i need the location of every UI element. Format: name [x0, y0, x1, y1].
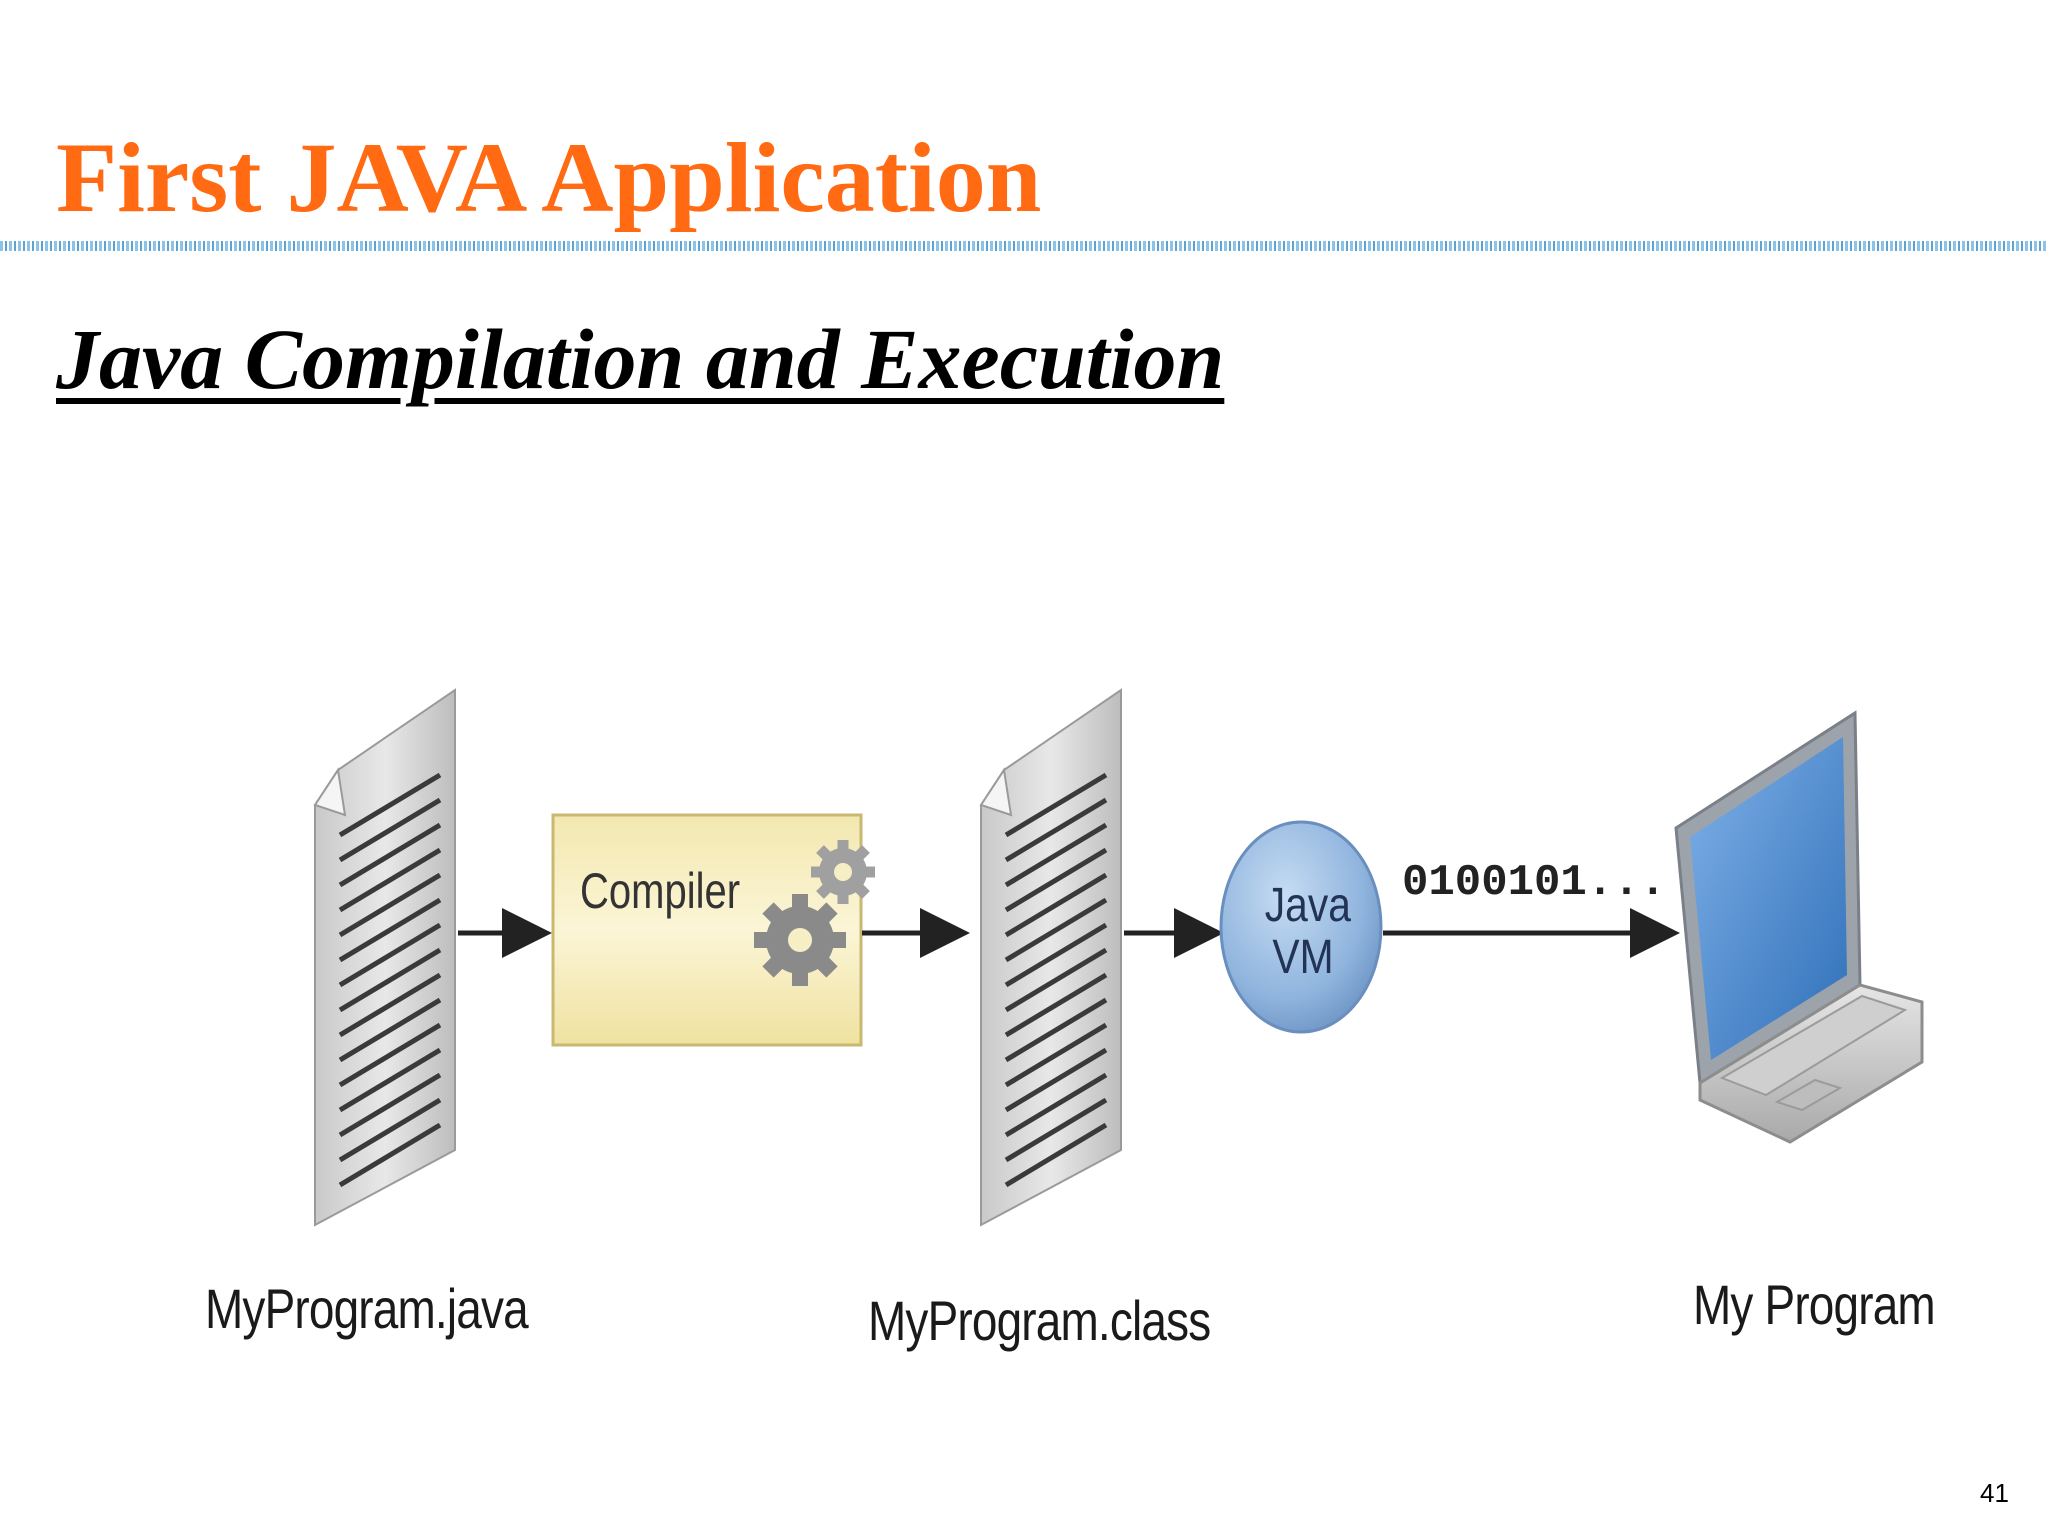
class-file-caption: MyProgram.class [868, 1288, 1210, 1353]
source-file-caption: MyProgram.java [205, 1276, 528, 1341]
page-number: 41 [1980, 1478, 2009, 1509]
jvm-label-line1: Java [1265, 880, 1342, 932]
class-document-icon [981, 690, 1121, 1225]
jvm-label: Java VM [1265, 880, 1342, 984]
compiler-label: Compiler [580, 862, 740, 920]
jvm-label-line2: VM [1265, 932, 1342, 984]
program-caption: My Program [1693, 1272, 1935, 1337]
laptop-icon [1676, 713, 1922, 1142]
binary-output-label: 0100101... [1402, 858, 1666, 908]
source-document-icon [315, 690, 455, 1225]
